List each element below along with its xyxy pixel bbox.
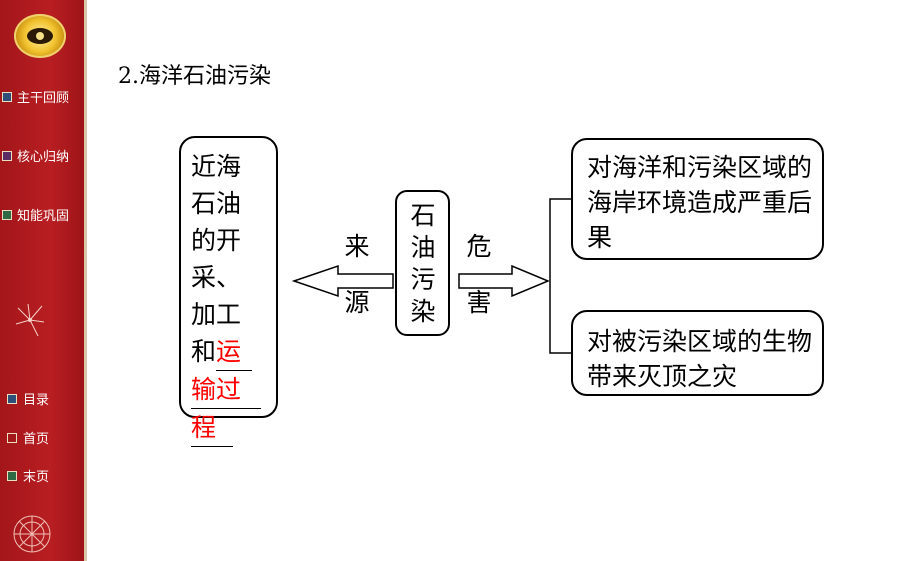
source-box bbox=[179, 136, 278, 418]
checkbox-icon bbox=[2, 91, 12, 102]
nav-item-main-review[interactable]: 主干回顾 bbox=[2, 87, 69, 106]
dandelion-icon bbox=[15, 303, 45, 337]
source-line: 加工 bbox=[191, 300, 242, 329]
answer-blank: 运 bbox=[216, 333, 253, 371]
source-line: 的开 bbox=[191, 226, 242, 255]
source-text: 近海 石油 的开 采、 加工 和运 输过 程 bbox=[191, 148, 271, 447]
sidebar: 主干回顾 核心归纳 知能巩固 目录 首页 末页 bbox=[0, 0, 84, 561]
answer-blank: 输过 bbox=[191, 371, 261, 409]
checkbox-icon bbox=[7, 432, 17, 443]
sidebar-divider bbox=[84, 0, 87, 561]
nav-label: 末页 bbox=[23, 470, 50, 485]
slide-title: 2.海洋石油污染 bbox=[118, 64, 271, 89]
arrow-label-char: 危 bbox=[466, 232, 492, 261]
nav-item-consolidation[interactable]: 知能巩固 bbox=[2, 205, 69, 224]
bracket-connector bbox=[549, 198, 571, 354]
source-line: 采、 bbox=[191, 263, 242, 292]
nav-label: 知能巩固 bbox=[17, 209, 70, 224]
nav-label: 主干回顾 bbox=[17, 91, 70, 106]
arrow-right-icon bbox=[458, 264, 550, 298]
nav-label: 目录 bbox=[23, 393, 50, 408]
center-box bbox=[395, 190, 450, 336]
nav-home[interactable]: 首页 bbox=[7, 428, 49, 447]
nav-label: 首页 bbox=[23, 432, 50, 447]
source-line: 和 bbox=[191, 337, 217, 366]
harm-text-2: 对被污染区域的生物带来灭顶之灾 bbox=[587, 327, 813, 391]
nav-label: 核心归纳 bbox=[17, 150, 70, 165]
arrow-label-char: 源 bbox=[344, 288, 370, 317]
nav-item-core-summary[interactable]: 核心归纳 bbox=[2, 146, 69, 165]
source-line: 近海 bbox=[191, 152, 242, 181]
arrow-label-char: 来 bbox=[344, 232, 370, 261]
checkbox-icon bbox=[2, 150, 12, 161]
answer-blank: 程 bbox=[191, 409, 233, 447]
logo-icon bbox=[14, 14, 66, 58]
dandelion-icon bbox=[13, 515, 51, 553]
harm-box-1 bbox=[571, 138, 824, 260]
harm-arrow-label: 危 害 bbox=[462, 228, 496, 321]
nav-last-page[interactable]: 末页 bbox=[7, 466, 49, 485]
source-line: 石油 bbox=[191, 189, 242, 218]
harm-text-1: 对海洋和污染区域的海岸环境造成严重后果 bbox=[587, 153, 813, 252]
harm-box-2 bbox=[571, 310, 824, 396]
nav-toc[interactable]: 目录 bbox=[7, 389, 49, 408]
arrow-label-char: 害 bbox=[466, 288, 492, 317]
arrow-left-icon bbox=[291, 264, 394, 298]
checkbox-icon bbox=[2, 209, 12, 220]
center-label: 石油污染 bbox=[410, 201, 436, 326]
source-arrow-label: 来 源 bbox=[340, 228, 374, 321]
checkbox-icon bbox=[7, 393, 17, 404]
checkbox-icon bbox=[7, 470, 17, 481]
